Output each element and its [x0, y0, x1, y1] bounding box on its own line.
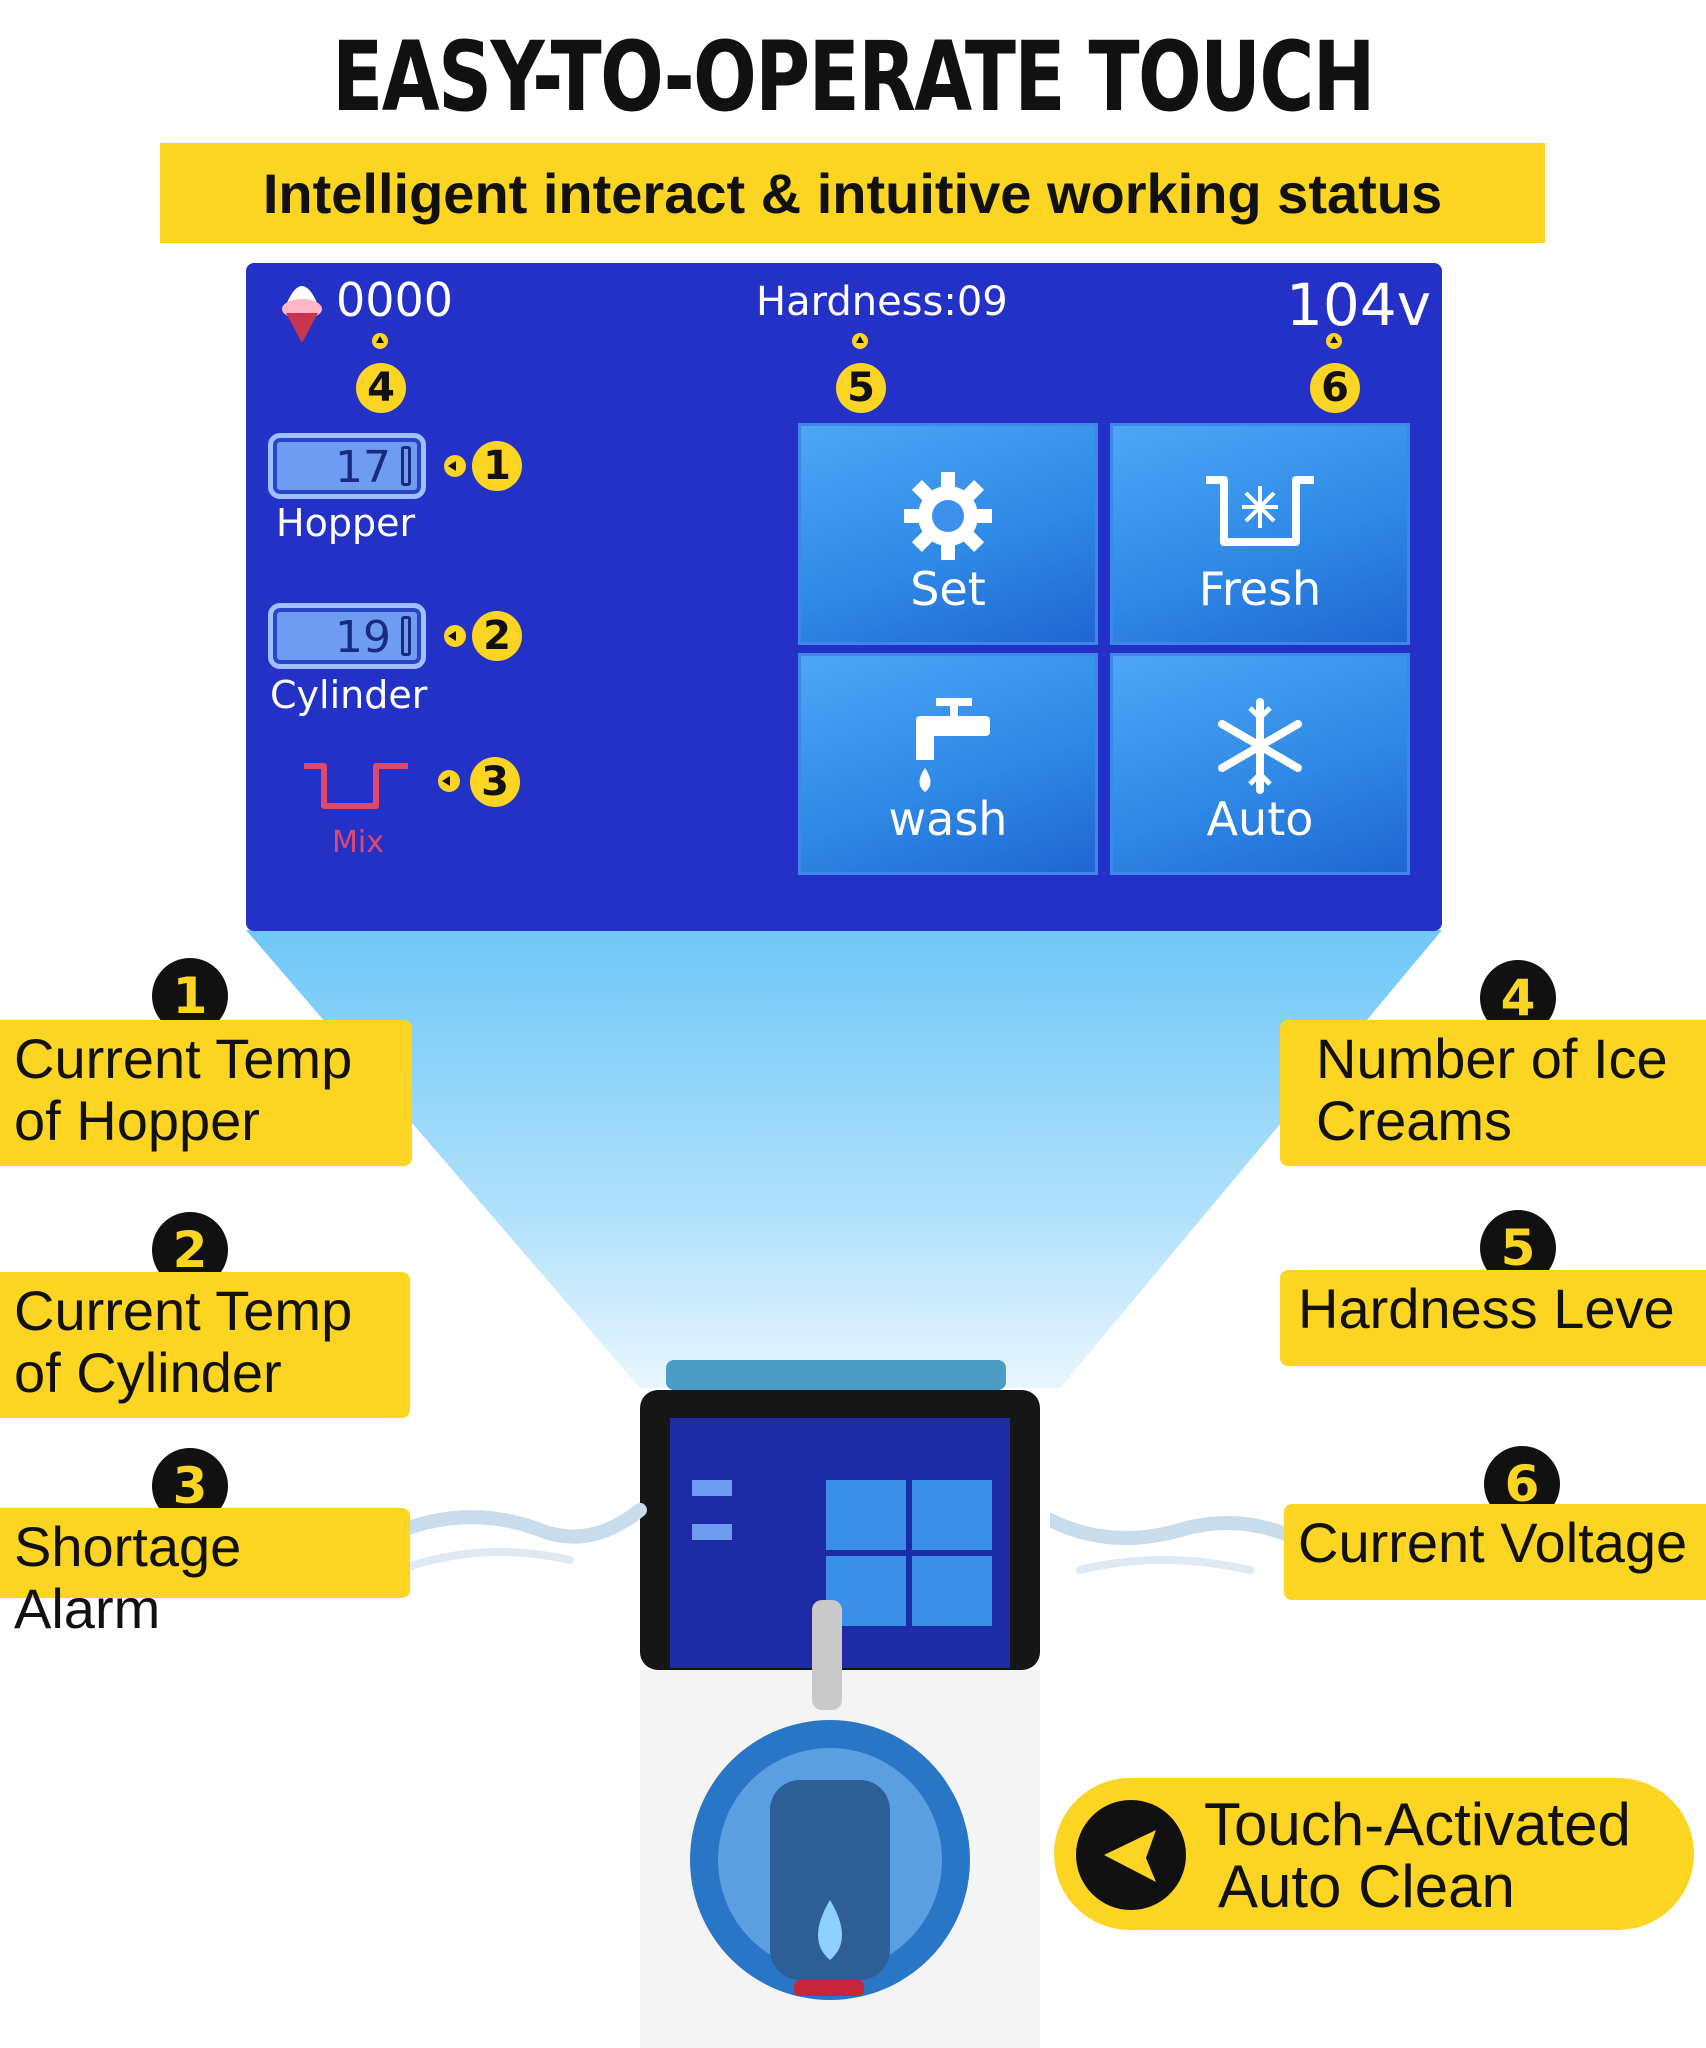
- hardness-value: Hardness:09: [756, 279, 1008, 325]
- faucet-icon: [916, 698, 990, 792]
- snowflake-icon: [1218, 698, 1302, 794]
- callout-4-line2: Creams: [1316, 1089, 1513, 1152]
- marker-1: 1: [472, 441, 522, 491]
- cylinder-label: Cylinder: [270, 673, 428, 717]
- cylinder-temp: 19: [335, 612, 391, 663]
- marker-2: 2: [472, 611, 522, 661]
- callout-3-line1: Shortage Alarm: [14, 1515, 242, 1640]
- subheadline: Intelligent interact & intuitive working…: [262, 161, 1443, 225]
- wash-label: wash: [888, 792, 1008, 846]
- water-splash-right: [1050, 1513, 1307, 1574]
- callout-cylinder-temp: Current Temp of Cylinder: [0, 1272, 410, 1418]
- callout-badge-1: 1: [152, 958, 228, 1034]
- callout-hopper-temp: Current Temp of Hopper: [0, 1020, 412, 1166]
- fresh-tile[interactable]: Fresh: [1110, 423, 1410, 645]
- callout-shortage-alarm: Shortage Alarm: [0, 1508, 410, 1640]
- ice-cream-icon: [282, 286, 322, 343]
- marker-2-arrow: [444, 625, 466, 647]
- callout-6-line1: Current Voltage: [1298, 1511, 1688, 1574]
- marker-5: 5: [836, 363, 886, 413]
- ice-cream-machine-image: [640, 1360, 1040, 2048]
- mix-tank-icon: [304, 763, 408, 809]
- callout-2-line1: Current Temp: [14, 1279, 353, 1342]
- auto-clean-text: Touch-Activated Auto Clean: [1204, 1794, 1631, 1918]
- marker-3-arrow: [438, 770, 460, 792]
- mix-label: Mix: [332, 825, 384, 860]
- fresh-tank-icon: [1206, 476, 1314, 546]
- cylinder-temp-display: 19: [268, 603, 426, 669]
- marker-3: 3: [470, 757, 520, 807]
- marker-6-arrow: [1326, 333, 1342, 349]
- callout-ice-cream-count: Number of Ice Creams: [1280, 1020, 1706, 1166]
- ice-cream-count: 0000: [336, 273, 454, 327]
- callout-1-line1: Current Temp: [14, 1027, 353, 1090]
- marker-6: 6: [1310, 363, 1360, 413]
- gear-icon: [904, 472, 992, 560]
- water-splash-left: [380, 1503, 647, 1574]
- subheadline-bar: Intelligent interact & intuitive working…: [160, 143, 1545, 243]
- callout-hardness-level: Hardness Leve: [1280, 1270, 1706, 1366]
- callout-current-voltage: Current Voltage: [1284, 1504, 1706, 1600]
- auto-clean-line1: Touch-Activated: [1204, 1791, 1631, 1858]
- auto-clean-line2: Auto Clean: [1218, 1853, 1515, 1920]
- callout-2-line2: of Cylinder: [14, 1341, 282, 1404]
- callout-4-line1: Number of Ice: [1316, 1027, 1668, 1090]
- callout-1-line2: of Hopper: [14, 1089, 260, 1152]
- auto-label: Auto: [1206, 792, 1314, 846]
- wash-tile[interactable]: wash: [798, 653, 1098, 875]
- marker-4-arrow: [372, 333, 388, 349]
- voltage-value: 104v: [1286, 271, 1432, 339]
- hopper-temp-display: 17: [268, 433, 426, 499]
- hopper-label: Hopper: [276, 501, 416, 545]
- marker-4: 4: [356, 363, 406, 413]
- fresh-label: Fresh: [1198, 562, 1322, 616]
- hopper-temp: 17: [335, 442, 391, 493]
- marker-1-arrow: [444, 455, 466, 477]
- marker-5-arrow: [852, 333, 868, 349]
- touch-screen-panel: 0000 Hardness:09 104v 4 5 6 17 1 Hopper …: [246, 263, 1442, 931]
- callout-5-line1: Hardness Leve: [1298, 1277, 1675, 1340]
- auto-clean-callout: Touch-Activated Auto Clean: [1054, 1778, 1694, 1930]
- touch-arrow-icon: [1076, 1800, 1186, 1910]
- set-label: Set: [910, 562, 986, 616]
- auto-tile[interactable]: Auto: [1110, 653, 1410, 875]
- set-tile[interactable]: Set: [798, 423, 1098, 645]
